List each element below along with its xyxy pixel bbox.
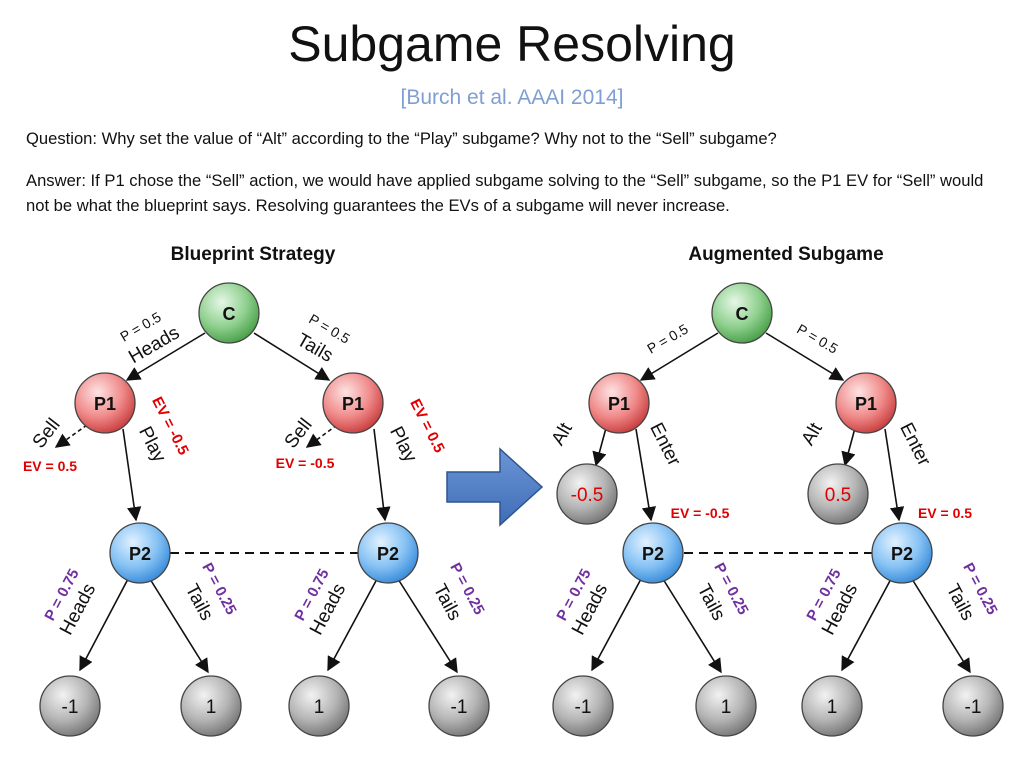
edge-sell-right (305, 424, 338, 448)
enter-label-right: Enter (895, 420, 935, 471)
terminal-node-blueprint-3 (288, 675, 350, 737)
p2-node-blueprint-right (357, 522, 419, 584)
p1-label-augmented-right: P1 (855, 394, 877, 414)
transform-arrow-icon (446, 447, 544, 527)
question-text: Question: Why set the value of “Alt” acc… (26, 129, 777, 148)
terminal-value-augmented-1: -1 (575, 697, 592, 718)
p2-label-augmented-left: P2 (642, 544, 664, 564)
edge-chance-heads (125, 332, 206, 381)
edge-p2l-tails-aug (662, 578, 722, 674)
terminal-node-augmented-2 (695, 675, 757, 737)
alt-label-left: Alt (548, 419, 578, 449)
terminal-node-augmented-3 (801, 675, 863, 737)
ev-enter-right: EV = 0.5 (918, 505, 972, 521)
left-prob-label-augmented: P = 0.5 (644, 321, 691, 357)
alt-terminal-left (556, 463, 618, 525)
alt-terminal-right (807, 463, 869, 525)
p2-node-blueprint-left (109, 522, 171, 584)
p1-node-blueprint-left (74, 372, 136, 434)
terminal-node-augmented-4 (942, 675, 1004, 737)
ev-enter-left: EV = -0.5 (671, 505, 730, 521)
edge-enter-left (635, 428, 656, 522)
sell-label-left: Sell (29, 415, 65, 453)
edge-p2r-tails-aug (911, 578, 971, 674)
edge-p2r-heads-aug (841, 578, 892, 672)
terminal-value-blueprint-4: -1 (451, 697, 468, 718)
blueprint-title: Blueprint Strategy (171, 244, 336, 265)
p1-label-blueprint-right: P1 (342, 394, 364, 414)
terminal-node-blueprint-1 (39, 675, 101, 737)
p2-node-augmented-left (622, 522, 684, 584)
edge-p2r-heads (327, 578, 378, 672)
play-label-right: Play (385, 423, 421, 466)
ev-sell-left: EV = 0.5 (23, 458, 77, 474)
augmented-title: Augmented Subgame (688, 244, 883, 265)
alt-label-right: Alt (798, 419, 828, 449)
sell-label-right: Sell (281, 415, 317, 453)
p2-label-augmented-right: P2 (891, 544, 913, 564)
terminal-value-augmented-4: -1 (965, 697, 982, 718)
terminal-node-blueprint-2 (180, 675, 242, 737)
terminal-node-blueprint-4 (428, 675, 490, 737)
terminal-value-augmented-2: 1 (721, 697, 732, 718)
p2-label-blueprint-right: P2 (377, 544, 399, 564)
chance-label-augmented: C (736, 304, 749, 324)
chance-label-blueprint: C (223, 304, 236, 324)
p1-node-augmented-right (835, 372, 897, 434)
p1-label-augmented-left: P1 (608, 394, 630, 414)
terminal-value-blueprint-3: 1 (314, 697, 325, 718)
ev-sell-right: EV = -0.5 (276, 455, 335, 471)
edge-p2l-heads (79, 578, 129, 672)
p1-label-blueprint-left: P1 (94, 394, 116, 414)
chance-node-blueprint (198, 282, 260, 344)
terminal-node-augmented-1 (552, 675, 614, 737)
terminal-value-blueprint-1: -1 (62, 697, 79, 718)
enter-label-left: Enter (645, 420, 685, 471)
chance-node-augmented (711, 282, 773, 344)
edge-alt-left (592, 427, 607, 467)
right-prob-label-augmented: P = 0.5 (794, 321, 841, 357)
answer-text: Answer: If P1 chose the “Sell” action, w… (26, 171, 984, 215)
edge-play-right (373, 428, 391, 522)
edge-chance-tails (253, 332, 331, 381)
edge-p2r-tails (397, 578, 458, 674)
p1-node-augmented-left (588, 372, 650, 434)
terminal-value-augmented-3: 1 (827, 697, 838, 718)
terminal-value-blueprint-2: 1 (206, 697, 217, 718)
citation: [Burch et al. AAAI 2014] (400, 86, 624, 109)
p1-node-blueprint-right (322, 372, 384, 434)
edge-chance-right-aug (765, 332, 845, 381)
edge-p2l-tails (149, 578, 209, 674)
edge-p2l-heads-aug (591, 578, 642, 672)
edge-chance-left-aug (639, 332, 719, 381)
p2-label-blueprint-left: P2 (129, 544, 151, 564)
edge-play-left (122, 428, 142, 522)
alt-value-right: 0.5 (825, 485, 851, 506)
edge-alt-right (841, 427, 856, 467)
edge-enter-right (884, 428, 905, 522)
slide-title: Subgame Resolving (288, 16, 736, 72)
alt-value-left: -0.5 (571, 485, 604, 506)
edge-sell-left (54, 424, 88, 448)
p2-node-augmented-right (871, 522, 933, 584)
